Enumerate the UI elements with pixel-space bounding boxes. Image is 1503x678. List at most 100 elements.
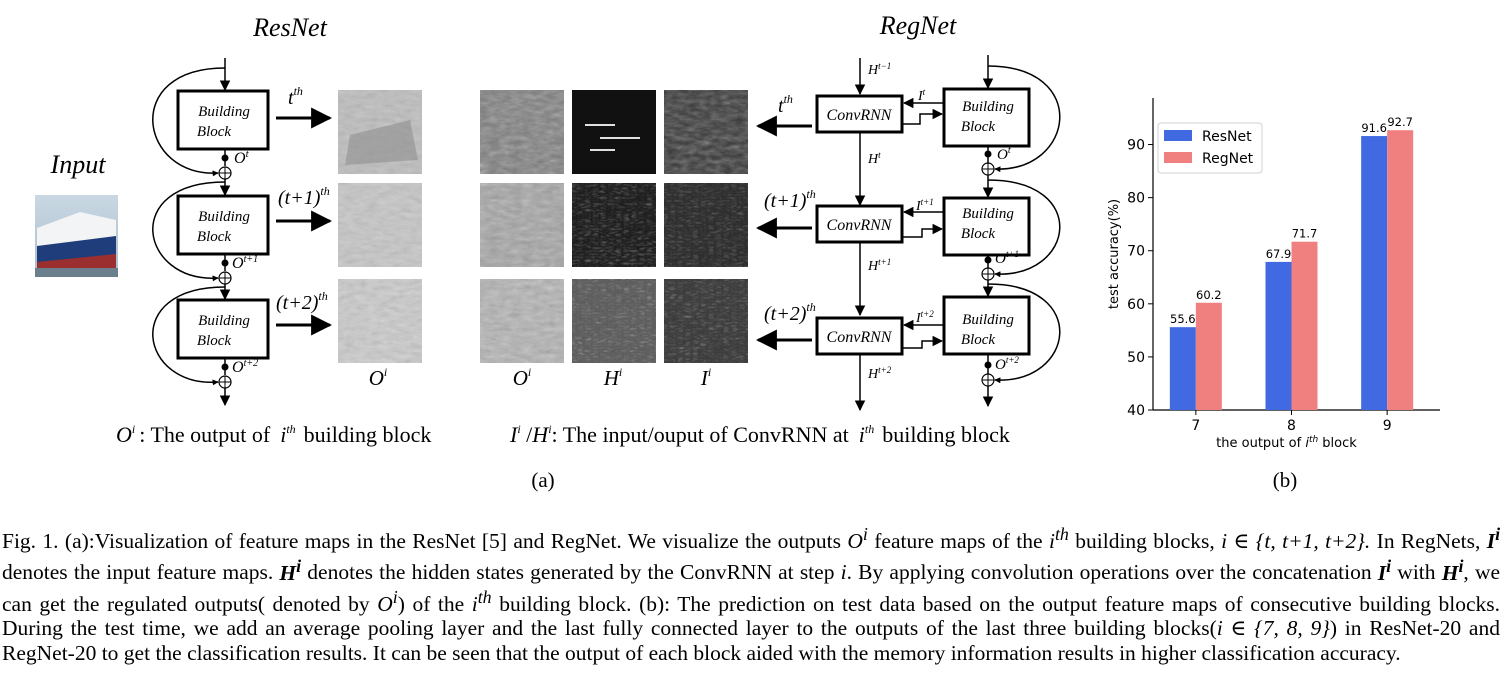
building-block-label: Building — [198, 104, 250, 120]
o-label: Ot — [997, 145, 1011, 163]
caption-math: Ii — [1486, 524, 1501, 554]
building-block-label: Block — [961, 226, 995, 242]
h-label: Ht+2 — [867, 365, 892, 382]
panel-a-label: (a) — [531, 468, 554, 492]
building-block — [942, 196, 1031, 257]
caption-math: i — [840, 560, 847, 585]
data-label: 60.2 — [1196, 288, 1222, 302]
caption-math: Oi — [847, 524, 868, 554]
y-tick-label: 60 — [1127, 297, 1145, 313]
o-label: Ot — [234, 148, 250, 167]
input-image — [35, 195, 118, 277]
legend-label-regnet: RegNet — [1202, 151, 1254, 167]
i-column-label: Ii — [700, 365, 711, 390]
caption-text: , we can get the regulated outputs( deno… — [2, 560, 1501, 617]
o-label: Ot+1 — [995, 249, 1019, 267]
caption-text: . By applying convolution operations ove… — [846, 560, 1372, 585]
bar-regnet — [1291, 241, 1318, 410]
regnet-diagram: tth (t+1)th (t+2)th Ht−1 ConvRNN Ht Conv… — [755, 55, 1061, 412]
step-label: (t+1)th — [764, 187, 816, 212]
building-block-label: Block — [197, 229, 231, 245]
caption-text: with — [1397, 560, 1436, 585]
resnet-title: ResNet — [252, 13, 327, 42]
y-tick-label: 50 — [1127, 350, 1145, 366]
y-tick-label: 90 — [1127, 138, 1145, 154]
caption-text: In RegNets, — [1376, 529, 1481, 554]
h-label: Ht — [867, 150, 881, 167]
building-block — [176, 298, 270, 360]
figure-caption: Fig. 1. (a):Visualization of feature map… — [2, 522, 1500, 665]
caption-math: ith — [1048, 524, 1069, 554]
resnet-diagram: Building Block Ot Building Block Ot+1 Bu… — [152, 58, 333, 407]
building-block — [176, 89, 270, 151]
data-label: 71.7 — [1292, 227, 1318, 241]
caption-text: feature maps of the — [874, 529, 1043, 554]
caption-text: ) in ResNet-20 and RegNet-20 to get the … — [2, 616, 1500, 665]
caption-math: Ii — [1377, 555, 1392, 585]
y-axis-label: test accuracy(%) — [1107, 199, 1122, 309]
building-block-label: Block — [197, 124, 231, 140]
convrnn-label: ConvRNN — [827, 107, 893, 124]
caption-text: ) of the — [397, 592, 465, 617]
data-label: 91.6 — [1361, 121, 1387, 135]
x-tick-label: 7 — [1191, 418, 1200, 434]
convrnn-label: ConvRNN — [827, 217, 893, 234]
regnet-feature-maps: Oi Hi Ii — [480, 90, 748, 390]
building-block-label: Building — [962, 206, 1014, 222]
o-label: Ot+2 — [995, 355, 1019, 373]
legend-swatch-resnet — [1164, 130, 1192, 141]
bar-resnet — [1169, 327, 1196, 410]
building-block-label: Building — [198, 209, 250, 225]
panel-b-label: (b) — [1273, 468, 1298, 492]
figure-canvas: ResNet RegNet Input Building Block Ot Bu… — [35, 11, 1440, 492]
x-tick-label: 9 — [1383, 418, 1392, 434]
y-tick-label: 70 — [1127, 244, 1145, 260]
input-label: Input — [50, 150, 107, 179]
caption-math: Oi — [377, 586, 398, 617]
caption-text: (a):Visualization of feature maps in the… — [64, 529, 841, 554]
o-column-label: Oi — [369, 365, 388, 390]
data-label: 92.7 — [1387, 115, 1413, 129]
data-label: 67.9 — [1266, 247, 1292, 261]
h-label: Ht−1 — [867, 61, 891, 78]
building-block-label: Block — [197, 333, 231, 349]
bar-regnet — [1195, 302, 1222, 410]
building-block-label: Building — [198, 313, 250, 329]
convrnn-block — [815, 204, 904, 244]
o-column-label: Oi — [513, 365, 532, 390]
h-label: Ht+1 — [867, 257, 891, 274]
regnet-title: RegNet — [879, 11, 957, 40]
legend-swatch-regnet — [1164, 152, 1192, 163]
convrnn-label: ConvRNN — [827, 329, 893, 346]
resnet-feature-maps: Oi — [338, 90, 422, 390]
x-tick-label: 8 — [1287, 418, 1296, 434]
building-block — [942, 87, 1031, 148]
building-block-label: Block — [961, 119, 995, 135]
caption-math: i ∈ {t, t+1, t+2}. — [1221, 529, 1371, 554]
i-label: It+2 — [915, 309, 934, 326]
building-block-label: Building — [962, 312, 1014, 328]
caption-math: Hi — [279, 555, 302, 585]
feature-map — [572, 90, 656, 174]
o-label: Ot+1 — [232, 254, 258, 272]
building-block-label: Block — [961, 332, 995, 348]
building-block-label: Building — [962, 99, 1014, 115]
caption-math: ith — [471, 586, 492, 617]
legend-label-resnet: ResNet — [1202, 129, 1252, 145]
bar-resnet — [1361, 136, 1388, 410]
data-label: 55.6 — [1170, 312, 1196, 326]
h-column-label: Hi — [603, 365, 623, 390]
caption-math: Hi — [1441, 555, 1464, 585]
caption-text: denotes the input feature maps. — [2, 560, 274, 585]
caption-text: denotes the hidden states generated by t… — [307, 560, 835, 585]
caption-text: building block. (b): The prediction on t… — [2, 592, 1500, 641]
y-tick-label: 40 — [1127, 403, 1145, 419]
step-label: tth — [288, 84, 303, 109]
i-label: It — [917, 87, 926, 104]
caption-text: building blocks, — [1075, 529, 1215, 554]
building-block — [176, 194, 270, 256]
bar-resnet — [1265, 261, 1292, 410]
